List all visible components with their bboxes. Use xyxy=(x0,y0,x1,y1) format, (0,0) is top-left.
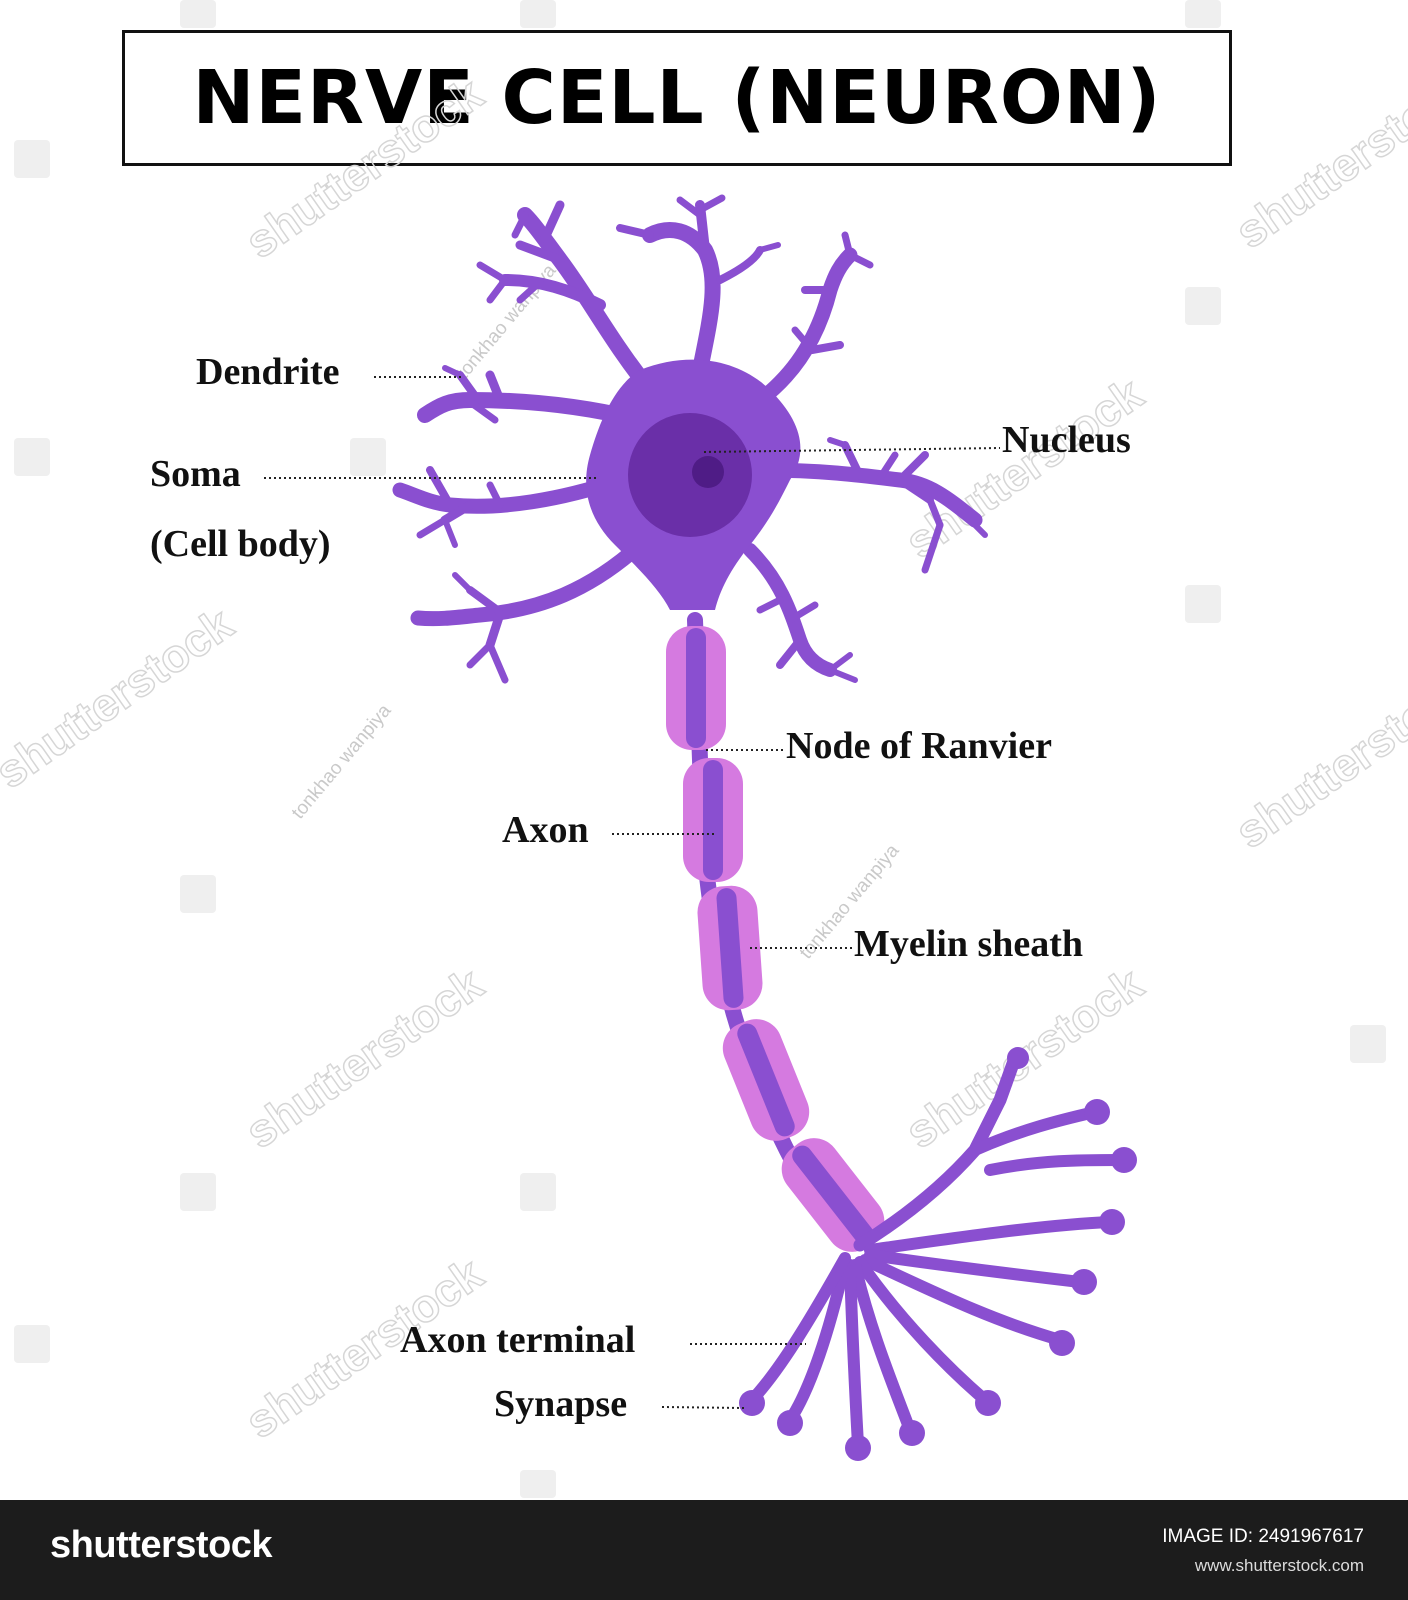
dendrites xyxy=(392,194,988,684)
watermark-glyph xyxy=(1185,585,1221,623)
watermark-glyph xyxy=(520,1470,556,1498)
nucleolus xyxy=(692,456,724,488)
leader-nucleus xyxy=(703,447,1001,453)
label-axon-terminal: Axon terminal xyxy=(400,1319,635,1361)
watermark-glyph xyxy=(350,438,386,476)
myelin-segment xyxy=(697,885,763,1011)
watermark-glyph xyxy=(1185,287,1221,325)
myelin-segment xyxy=(666,626,726,750)
watermark-glyph xyxy=(180,0,216,28)
label-dendrite: Dendrite xyxy=(196,351,340,393)
watermark-glyph xyxy=(14,438,50,476)
label-soma: Soma xyxy=(150,453,241,495)
label-node-of-ranvier: Node of Ranvier xyxy=(786,725,1052,767)
watermark-brand: shutterstock xyxy=(1226,657,1408,858)
watermark-glyph xyxy=(14,140,50,178)
nucleus xyxy=(628,413,752,537)
footer-image-id: IMAGE ID: 2491967617 xyxy=(1162,1526,1364,1547)
footer-bar: shutterstock IMAGE ID: 2491967617 www.sh… xyxy=(0,1500,1408,1600)
watermark-brand: shutterstock xyxy=(0,597,242,798)
label-synapse: Synapse xyxy=(494,1383,627,1425)
title-box: NERVE CELL (NEURON) xyxy=(122,30,1232,166)
watermark-glyph xyxy=(1185,0,1221,28)
myelin-segment xyxy=(722,1019,810,1141)
soma xyxy=(586,359,801,610)
watermark-brand: shutterstock xyxy=(1226,57,1408,258)
watermark-glyph xyxy=(1350,1025,1386,1063)
watermark-glyph xyxy=(14,1325,50,1363)
watermark-contributor: tonkhao wanpiya xyxy=(288,700,396,823)
watermark-glyph xyxy=(180,875,216,913)
watermark-brand: shutterstock xyxy=(236,67,492,268)
footer-url: www.shutterstock.com xyxy=(1194,1556,1364,1575)
label-nucleus: Nucleus xyxy=(1002,419,1131,461)
axon-terminals xyxy=(746,1051,1126,1451)
labels: Dendrite Soma (Cell body) Nucleus Node o… xyxy=(150,351,1131,1425)
leader-synapse xyxy=(661,1406,745,1409)
watermark-glyph xyxy=(180,1173,216,1211)
leader-lines xyxy=(264,376,1001,1409)
neuron-diagram: shutterstock shutterstock shutterstock s… xyxy=(0,0,1408,1498)
watermark-glyph xyxy=(520,1173,556,1211)
diagram-title: NERVE CELL (NEURON) xyxy=(192,55,1162,141)
myelin-segment xyxy=(781,1138,885,1252)
axon xyxy=(666,612,885,1252)
label-soma-sub: (Cell body) xyxy=(150,523,331,565)
myelin-segment xyxy=(683,758,743,882)
label-myelin-sheath: Myelin sheath xyxy=(854,923,1083,965)
watermark-glyph xyxy=(520,0,556,28)
label-axon: Axon xyxy=(502,809,589,851)
footer-logo: shutterstock xyxy=(50,1524,273,1566)
watermark-brand: shutterstock xyxy=(236,957,492,1158)
synapse-knobs xyxy=(739,1047,1137,1461)
